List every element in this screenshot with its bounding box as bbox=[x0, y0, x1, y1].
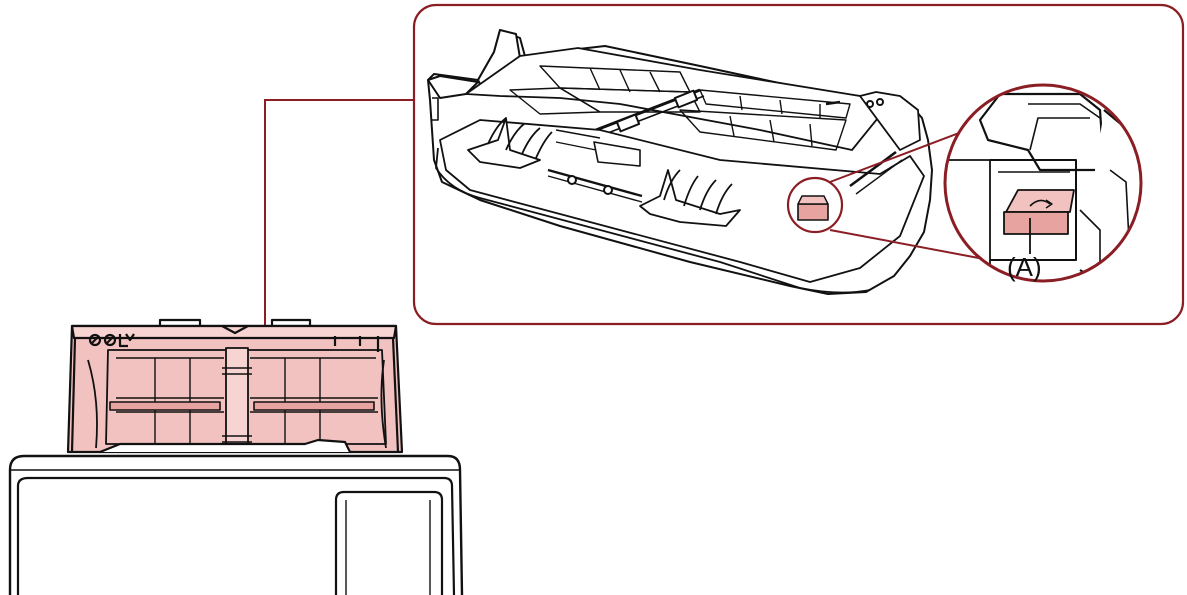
scanner-icon bbox=[8, 318, 464, 595]
leader-line bbox=[264, 99, 414, 338]
magnifier-connector-bottom bbox=[829, 229, 1001, 263]
magnifier-ring bbox=[943, 83, 1143, 283]
part-a-label: (A) bbox=[1007, 252, 1042, 282]
removed-chute-illustration bbox=[427, 29, 933, 295]
adf-paper-chute-icon bbox=[66, 318, 404, 454]
part-a-locator-circle bbox=[786, 176, 844, 234]
